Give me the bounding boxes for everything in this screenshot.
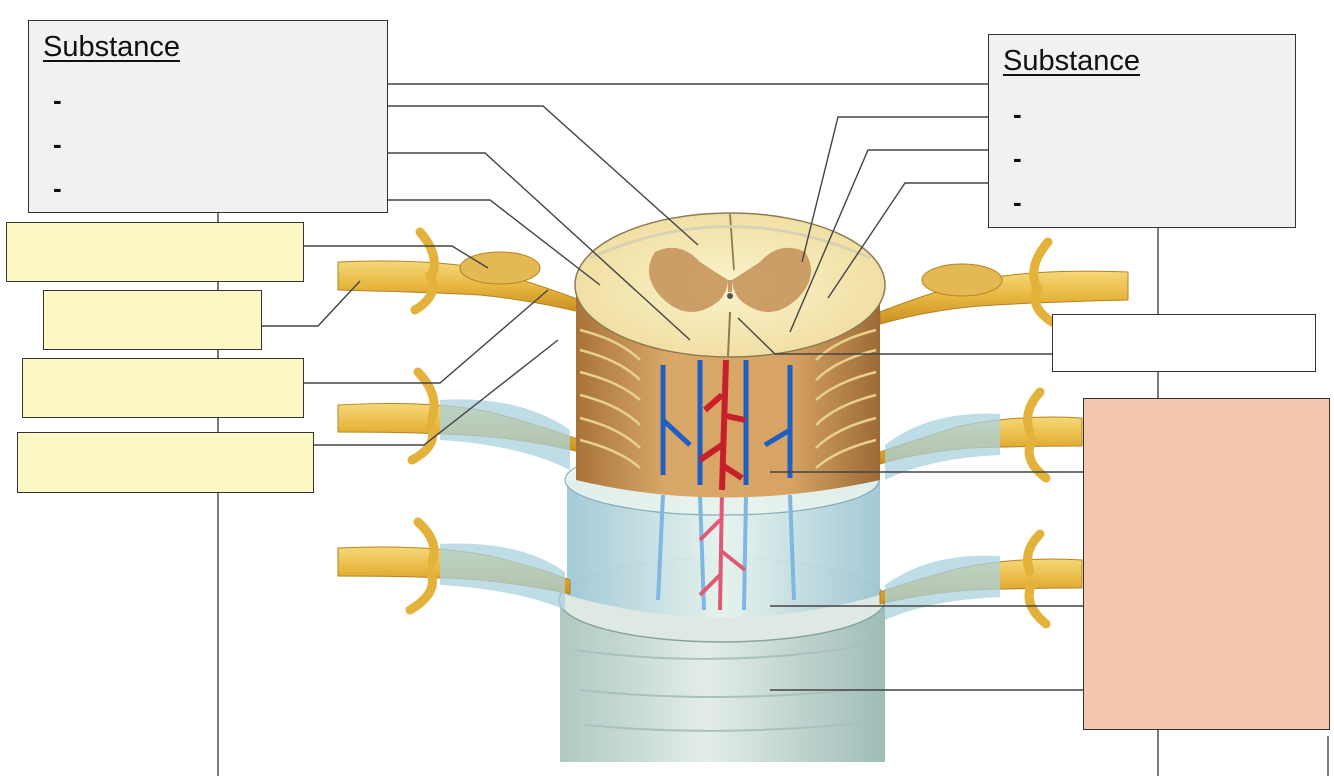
substance-item-right-3: -: [1013, 187, 1022, 217]
substance-item-left-3: -: [53, 173, 62, 203]
label-box-yellow-1[interactable]: [6, 222, 304, 282]
leader-lines: [217, 83, 1329, 776]
label-box-yellow-3[interactable]: [22, 358, 304, 418]
label-box-yellow-4[interactable]: [17, 432, 314, 493]
substance-item-left-2: -: [53, 129, 62, 159]
spinal-cord: [574, 212, 886, 498]
substance-box-right: Substance - - -: [988, 34, 1296, 228]
label-box-yellow-2[interactable]: [43, 290, 262, 350]
label-box-meninges[interactable]: [1083, 398, 1330, 730]
substance-heading-left: Substance: [43, 31, 181, 63]
substance-item-left-1: -: [53, 85, 62, 115]
substance-heading-right: Substance: [1003, 45, 1141, 77]
spinal-nerves-left: [337, 227, 581, 615]
label-box-white[interactable]: [1052, 314, 1316, 372]
substance-item-right-2: -: [1013, 143, 1022, 173]
substance-item-right-1: -: [1013, 99, 1022, 129]
substance-box-left: Substance - - -: [28, 20, 388, 213]
spinal-nerves-right: [879, 237, 1129, 629]
